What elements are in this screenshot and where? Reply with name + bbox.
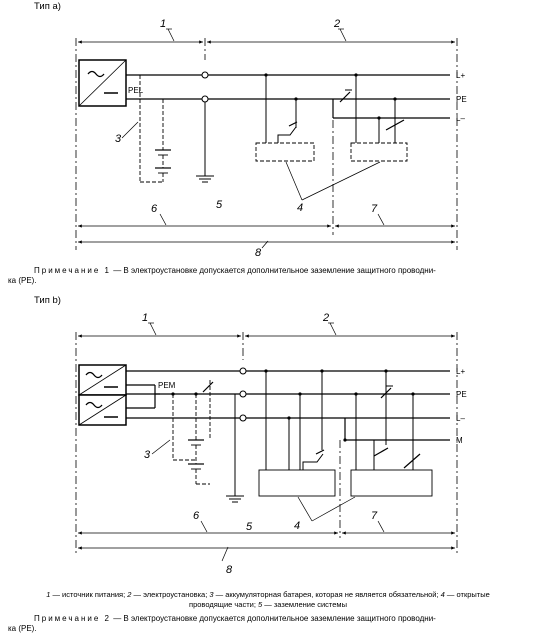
- conductor-lplus: L+: [456, 367, 465, 376]
- legend-n1: 1: [46, 590, 51, 599]
- legend-t4: — открытые: [444, 590, 490, 599]
- diagram-type-a: 1 2 3 4 5 6 7 8 L+ PE L– PEL: [75, 18, 467, 259]
- exposed-conductive-part-2: [350, 75, 408, 162]
- label-6: 6: [151, 203, 158, 215]
- conductor-lminus: L–: [456, 414, 465, 423]
- legend-n5: 5: [258, 599, 263, 609]
- label-1: 1: [142, 312, 148, 324]
- exposed-conductive-part-1: [255, 75, 315, 162]
- conductor-lminus: L–: [456, 114, 465, 123]
- note-2-cont: ка (PE).: [8, 624, 37, 633]
- note-1-text: — В электроустановке допускается дополни…: [110, 266, 436, 275]
- dimension-arrows: [78, 40, 455, 244]
- exposed-conductive-part-1: [258, 371, 336, 497]
- legend-t1: — источник питания;: [50, 590, 128, 599]
- legend: 1 — источник питания; 2 — электроустанов…: [8, 590, 528, 609]
- legend-t5: — заземление системы: [262, 599, 347, 609]
- conductor-m: M: [456, 436, 463, 445]
- label-5: 5: [216, 199, 223, 211]
- label-2: 2: [333, 18, 340, 30]
- legend-n3: 3: [209, 590, 214, 599]
- label-3: 3: [115, 133, 122, 145]
- legend-t3: — аккумуляторная батарея, которая не явл…: [213, 590, 441, 599]
- terminals: [201, 71, 209, 103]
- boundary-lines: [75, 38, 458, 250]
- power-source: [78, 59, 127, 107]
- label-4: 4: [294, 520, 300, 532]
- type-b-title: Тип b): [34, 295, 61, 306]
- label-6: 6: [193, 510, 200, 522]
- label-1: 1: [160, 18, 166, 30]
- power-source-upper: [78, 364, 127, 396]
- note-2-lead: Примечание 2: [34, 614, 111, 623]
- power-source-lower: [78, 394, 127, 426]
- label-3: 3: [144, 449, 151, 461]
- label-8: 8: [226, 564, 233, 576]
- note-1-cont: ка (PE).: [8, 276, 37, 285]
- battery: [139, 75, 171, 183]
- label-7: 7: [371, 203, 378, 215]
- pel-label: PEL: [128, 86, 144, 95]
- label-2: 2: [322, 312, 329, 324]
- conductor-pe: PE: [456, 95, 467, 104]
- label-4: 4: [297, 202, 303, 214]
- label-7: 7: [371, 510, 378, 522]
- legend-n4: 4: [440, 590, 445, 599]
- note-1: Примечание 1 — В электроустановке допуск…: [34, 266, 530, 276]
- exposed-conductive-part-2: [350, 371, 433, 497]
- type-a-title: Тип a): [34, 1, 61, 12]
- earth-symbol: [196, 102, 214, 183]
- label-5: 5: [246, 521, 253, 533]
- conductor-lplus: L+: [456, 71, 465, 80]
- legend-line2: проводящие части;: [189, 599, 259, 609]
- legend-n2: 2: [127, 590, 132, 599]
- legend-t2: — электроустановка;: [131, 590, 210, 599]
- pem-label: PEM: [158, 381, 176, 390]
- conductor-pe: PE: [456, 390, 467, 399]
- label-8: 8: [255, 247, 262, 259]
- note-1-lead: Примечание 1: [34, 266, 111, 275]
- junctions: [264, 73, 397, 120]
- diagram-type-b: 1 2 3 4 5 6 7 8 L+ PE L– M PEM: [75, 312, 467, 576]
- conductors: [126, 74, 450, 119]
- note-2: Примечание 2 — В электроустановке допуск…: [34, 614, 530, 624]
- note-2-text: — В электроустановке допускается дополни…: [110, 614, 436, 623]
